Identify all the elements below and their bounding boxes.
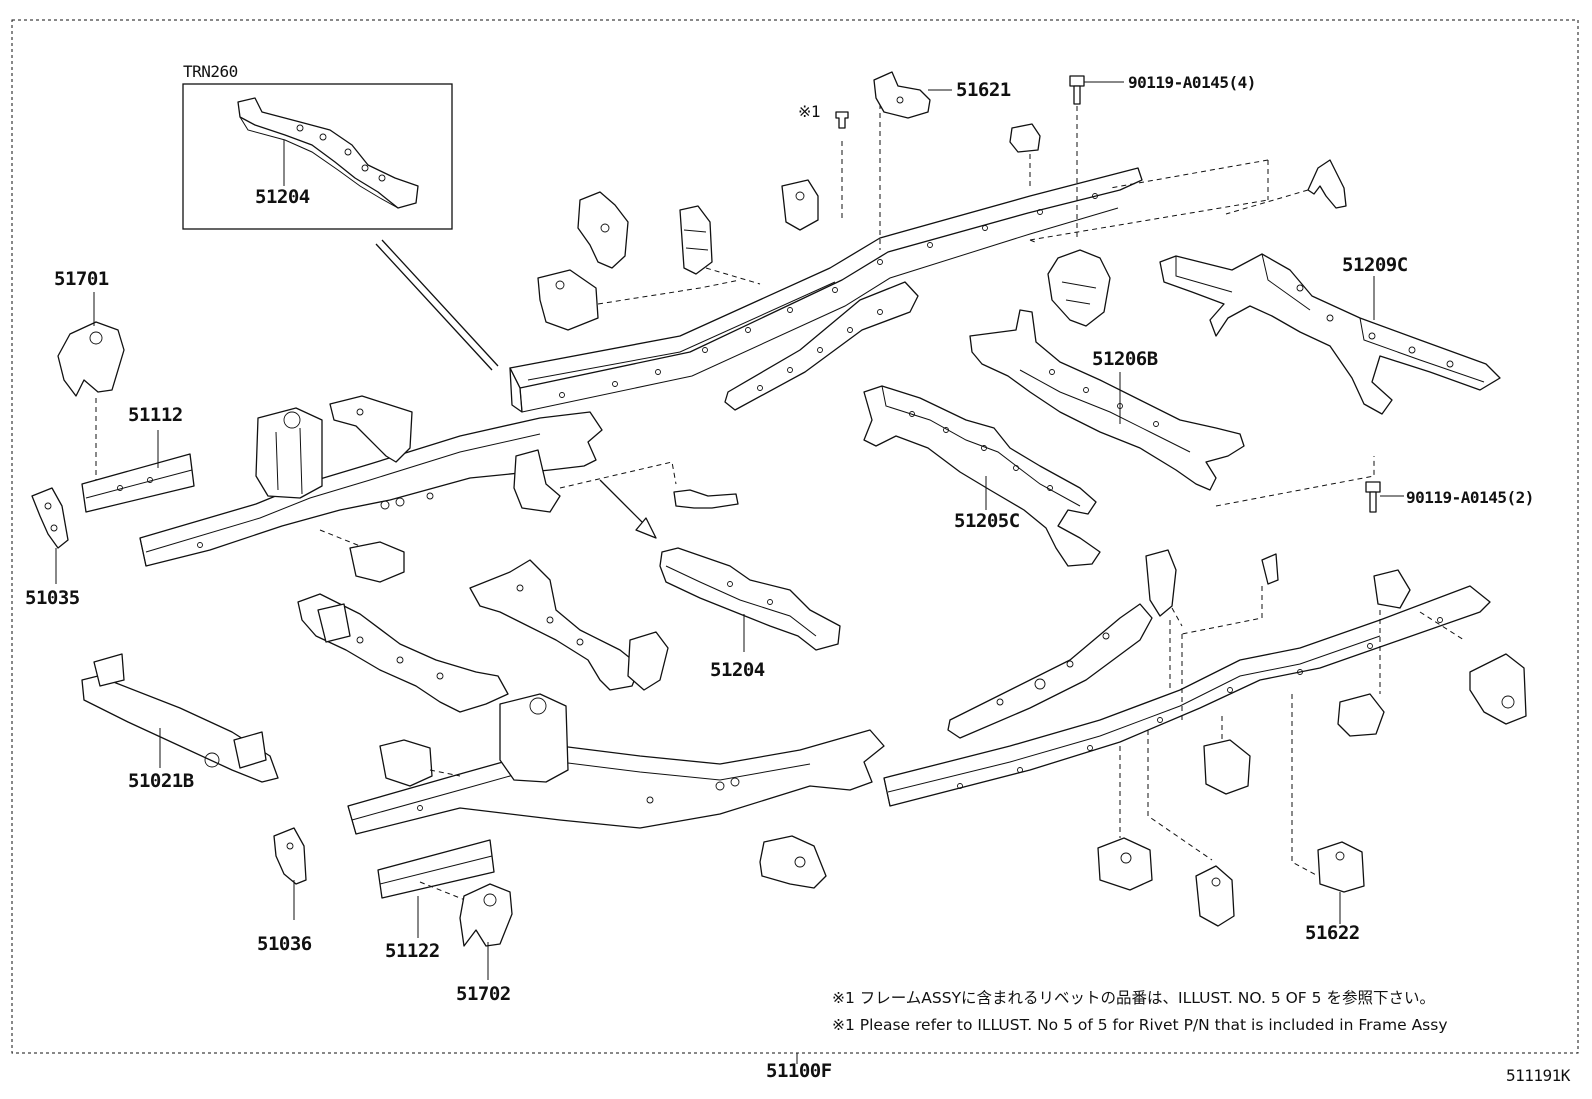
front-frame-rail-upper <box>139 411 603 567</box>
part-51204-label: 51204 <box>710 659 765 681</box>
rivet-icon <box>835 111 849 129</box>
bracket-mount-rear-top <box>1373 569 1411 609</box>
bracket-upper-3 <box>781 179 819 231</box>
figure-id-label: 511191K <box>1506 1066 1570 1085</box>
part-51204-inset-label: 51204 <box>255 186 310 208</box>
crossmember-51206b <box>969 309 1245 491</box>
crossmember-51205c <box>863 385 1101 567</box>
engine-mount-right <box>627 631 669 691</box>
part-51100f-label: 51100F <box>766 1060 832 1082</box>
frame-assy-boundary <box>11 19 1579 1054</box>
crossmember-51204 <box>659 547 841 652</box>
bolt-top-icon <box>1069 75 1124 240</box>
bracket-small-rear <box>1261 553 1279 585</box>
shock-tower-lower <box>499 693 569 783</box>
bracket-vertical-rear <box>1145 549 1177 617</box>
bolt-top-label: 90119-A0145(4) <box>1128 73 1256 92</box>
bracket-upper-1 <box>577 191 629 269</box>
bracket-lower-left <box>379 739 433 787</box>
part-51122-label: 51122 <box>385 940 440 962</box>
bracket-51702 <box>459 883 513 980</box>
shock-tower-upper <box>255 407 323 499</box>
bracket-upper-4 <box>537 269 599 331</box>
bolt-right-label: 90119-A0145(2) <box>1406 488 1534 507</box>
footnote-japanese: ※1 フレームASSYに含まれるリベットの品番は、ILLUST. NO. 5 O… <box>832 989 1435 1007</box>
bracket-51035 <box>31 487 69 584</box>
reinforcement-51112 <box>81 430 195 513</box>
direction-arrow-icon <box>599 479 657 539</box>
part-51205c-label: 51205C <box>954 510 1020 532</box>
bracket-rail-end <box>513 449 561 513</box>
bracket-top-small <box>1009 123 1041 153</box>
reinforcement-51122 <box>377 839 495 938</box>
tow-hook-upper <box>1307 159 1347 209</box>
part-51701-label: 51701 <box>54 268 109 290</box>
upper-inner-reinforcement <box>724 281 919 411</box>
trn260-label: TRN260 <box>183 62 238 81</box>
part-51035-label: 51035 <box>25 587 80 609</box>
bolt-right-icon <box>1365 481 1404 513</box>
bracket-upper-2 <box>679 205 713 275</box>
upper-frame-rail <box>509 167 1143 413</box>
bracket-under-rail <box>349 541 405 583</box>
part-51209c-label: 51209C <box>1342 254 1408 276</box>
engine-crossmember <box>469 559 641 691</box>
part-51206b-label: 51206B <box>1092 348 1158 370</box>
part-51021b-label: 51021B <box>128 770 194 792</box>
rear-frame-rail-lower <box>883 585 1491 807</box>
part-51112-label: 51112 <box>128 404 183 426</box>
bracket-51701 <box>57 292 125 397</box>
bracket-tower-upper <box>329 395 413 463</box>
crossmember-51209c <box>1159 253 1501 415</box>
bracket-lower-rear-3 <box>1195 865 1235 927</box>
mount-bracket-rear <box>1047 249 1111 327</box>
bracket-51036 <box>273 827 307 920</box>
part-51702-label: 51702 <box>456 983 511 1005</box>
part-51622-label: 51622 <box>1305 922 1360 944</box>
crossmember-51204-inset <box>237 97 419 209</box>
bracket-51621 <box>873 71 952 119</box>
bracket-lower-center <box>759 835 827 889</box>
bracket-rear-end <box>1469 653 1527 725</box>
footnote-english: ※1 Please refer to ILLUST. No 5 of 5 for… <box>832 1016 1448 1034</box>
bracket-mount-rear-mid <box>1337 693 1385 737</box>
rivet-mark-label: ※1 <box>798 102 821 121</box>
bracket-lower-rear-2 <box>1097 837 1153 891</box>
part-51621-label: 51621 <box>956 79 1011 101</box>
rear-inner-reinforcement <box>947 603 1153 739</box>
crossmember-front-center <box>297 593 509 713</box>
tow-hook-front <box>673 489 739 509</box>
crossmember-51021b <box>81 653 279 783</box>
bracket-lower-rear-1 <box>1203 739 1251 795</box>
front-frame-rail-lower <box>347 729 885 835</box>
bracket-51622 <box>1317 841 1365 924</box>
trn260-inset-box <box>182 83 453 230</box>
part-51036-label: 51036 <box>257 933 312 955</box>
